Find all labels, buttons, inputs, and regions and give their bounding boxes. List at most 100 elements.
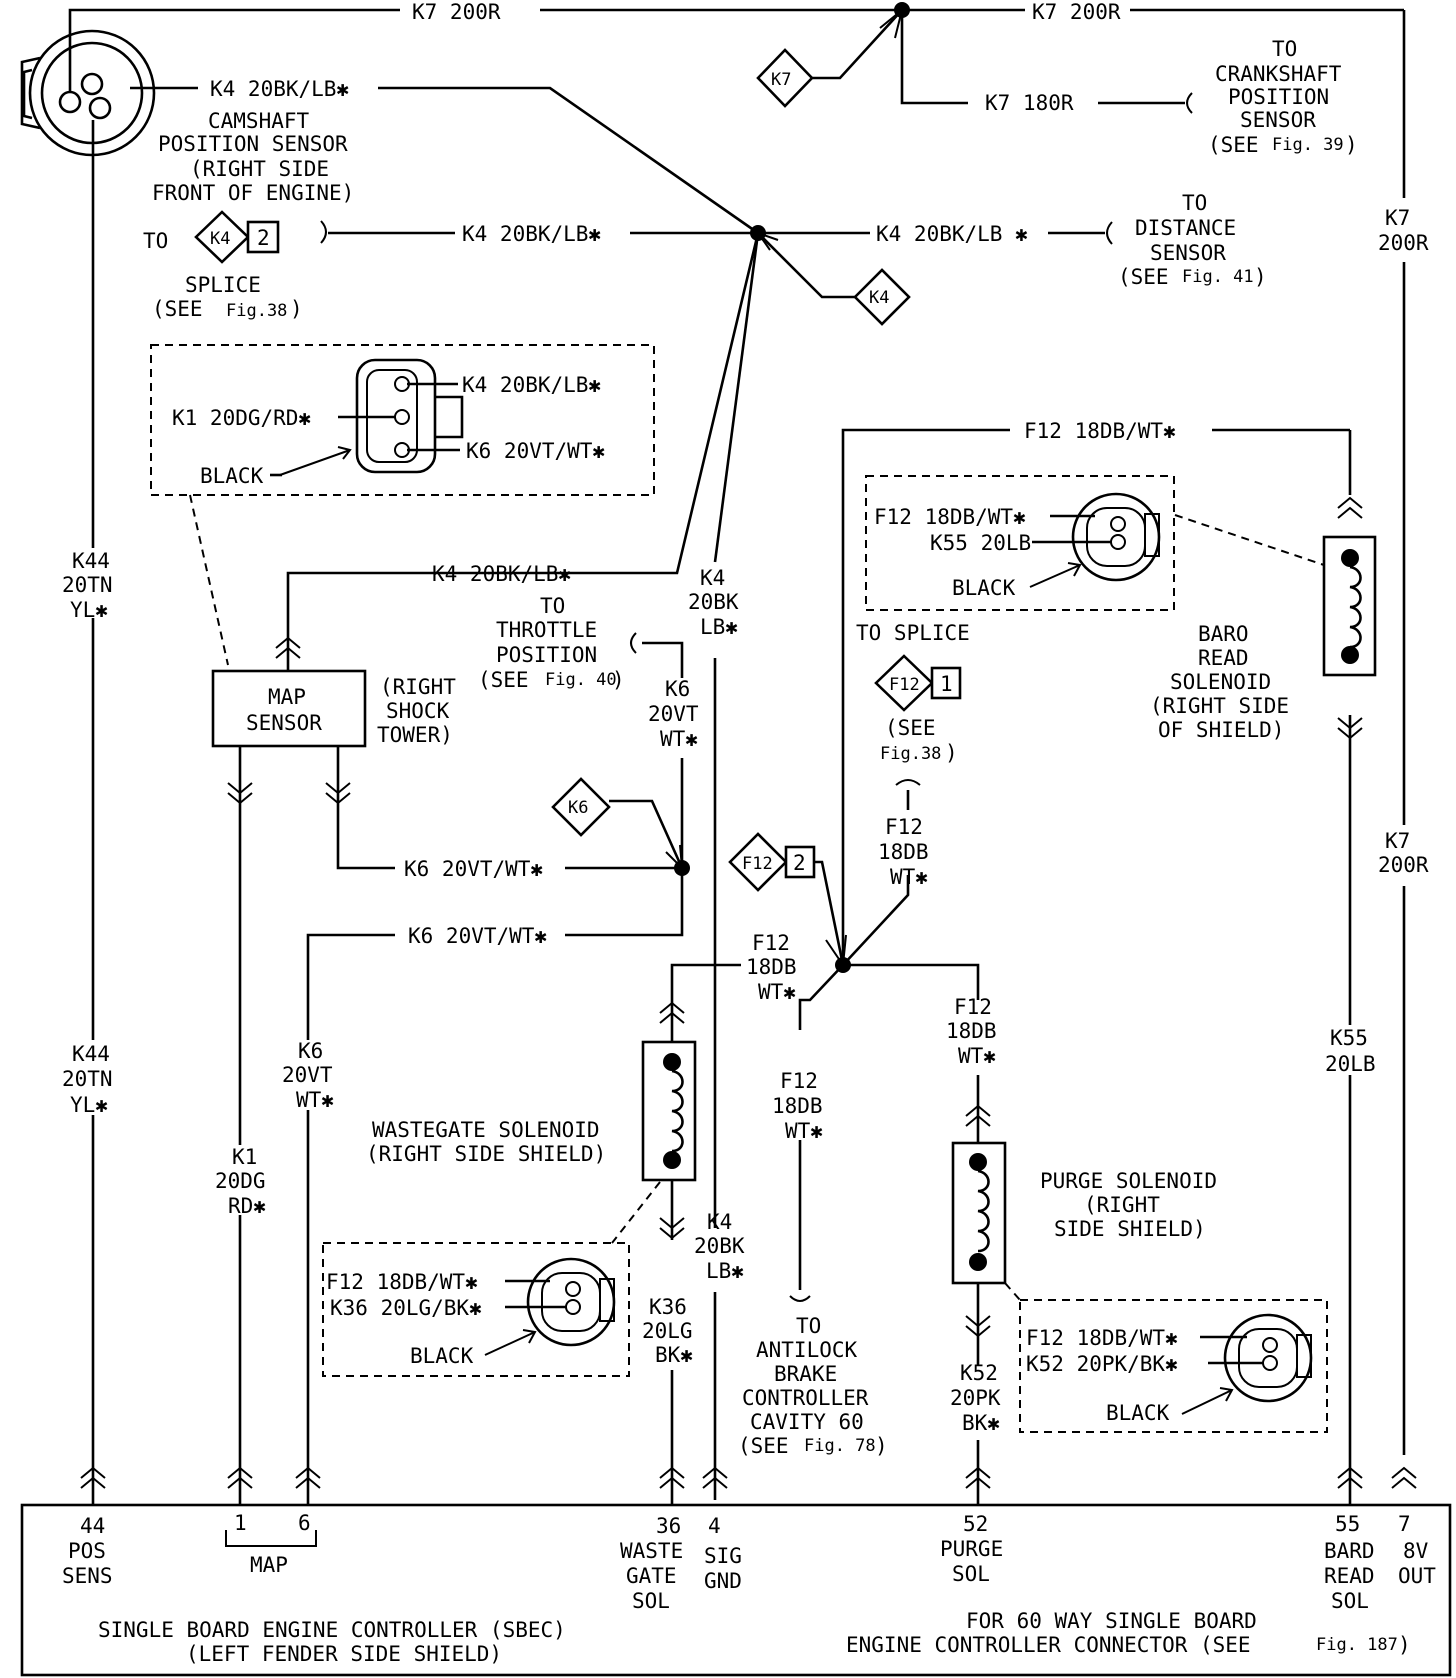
k4-wires — [130, 86, 1113, 1500]
baro-label-4: (RIGHT SIDE — [1150, 694, 1289, 718]
k6-map-label: K6 20VT/WT✱ — [404, 857, 543, 881]
f12-abs-label-2: 18DB — [772, 1094, 823, 1118]
baro-conn-pin2-label: K55 20LB — [930, 531, 1031, 555]
purge-label-1: PURGE SOLENOID — [1040, 1169, 1217, 1193]
abs-label-1: TO — [796, 1314, 821, 1338]
sbec-pin52-label-1: PURGE — [940, 1537, 1003, 1561]
splice-label-3: ) — [290, 297, 303, 321]
abs-fig-label: Fig. 78 — [804, 1436, 876, 1456]
purge-conn-pin1-label: F12 18DB/WT✱ — [1026, 1326, 1178, 1350]
k7-vert-upper-label-2: 200R — [1378, 231, 1429, 255]
purge-conn-pin2-label: K52 20PK/BK✱ — [1026, 1352, 1178, 1376]
sbec-pin44-label-2: SENS — [62, 1564, 113, 1588]
f12-splice-2-num: 2 — [793, 851, 806, 875]
purge-label-2: (RIGHT — [1084, 1193, 1160, 1217]
connector-chevron — [965, 1325, 991, 1338]
splice-label-2: (SEE — [152, 297, 203, 321]
k1-label-3: RD✱ — [228, 1194, 266, 1218]
k7-vert-upper-label-1: K7 — [1385, 206, 1410, 230]
connector-chevron — [325, 792, 351, 805]
f12-splice-2-label: F12 — [742, 854, 773, 874]
shock-label-2: SHOCK — [386, 699, 450, 723]
f12-abs-label-1: F12 — [780, 1069, 818, 1093]
cam-label-1: CAMSHAFT — [208, 109, 310, 133]
baro-label-5: OF SHIELD) — [1158, 718, 1284, 742]
k36-label-1: K36 — [649, 1295, 687, 1319]
f12-fig38-label-1: F12 — [885, 815, 923, 839]
sbec-map-label: MAP — [250, 1553, 288, 1577]
connector-chevron — [659, 1227, 685, 1240]
wg-conn-pin1-label: F12 18DB/WT✱ — [326, 1270, 478, 1294]
connector-chevron — [275, 636, 301, 649]
k6-vert-label-3: WT✱ — [296, 1088, 334, 1112]
f12-ref-splice-label: F12 — [889, 675, 920, 695]
see38-fig-label: Fig.38 — [880, 744, 941, 764]
abs-label-5: CAVITY 60 — [750, 1410, 864, 1434]
k55-label-2: 20LB — [1325, 1052, 1376, 1076]
connector-chevron — [227, 1466, 253, 1479]
cam-label-4: FRONT OF ENGINE) — [152, 181, 354, 205]
sbec-pin7-label-2: OUT — [1398, 1564, 1436, 1588]
dist-label-2: DISTANCE — [1135, 216, 1236, 240]
k7-vert-lower-label-1: K7 — [1385, 829, 1410, 853]
baro-connector-detail-box — [865, 475, 1175, 611]
crank-label-5: (SEE — [1208, 133, 1259, 157]
cam-conn-color-label: BLACK — [200, 464, 264, 488]
connector-chevron — [659, 1001, 685, 1014]
tps-label-5: ) — [612, 668, 625, 692]
connector-chevron — [80, 1466, 106, 1479]
sbec-box — [20, 1503, 1452, 1677]
splice-label-1: SPLICE — [185, 273, 261, 297]
k4-splice-marker: K4 — [853, 268, 911, 326]
wastegate-connector-detail-box — [322, 1242, 630, 1377]
k44-b-label-2: 20TN — [62, 1067, 113, 1091]
connector-chevron — [227, 1476, 253, 1489]
f12-ws-label-3: WT✱ — [758, 980, 796, 1004]
map-sensor-label-2: SENSOR — [246, 711, 322, 735]
sbec-conn-label-2: ENGINE CONTROLLER CONNECTOR (SEE — [846, 1633, 1251, 1657]
dist-label-3: SENSOR — [1150, 241, 1226, 265]
sbec-pin55-label-1: BARD — [1324, 1539, 1375, 1563]
connector-chevron — [965, 1114, 991, 1127]
cam-label-2: POSITION SENSOR — [158, 132, 348, 156]
cam-conn-pin2-label: K1 20DG/RD✱ — [172, 406, 311, 430]
purge-label-3: SIDE SHIELD) — [1054, 1217, 1206, 1241]
sbec-pin44-label-1: POS — [68, 1539, 106, 1563]
f12-ref-splice-num: 1 — [940, 672, 953, 696]
k7-splice-marker: K7 — [756, 48, 814, 108]
sbec-pin36-label-3: SOL — [632, 1589, 670, 1613]
k4-top-label: K4 20BK/LB✱ — [210, 77, 349, 101]
k44-b-label-3: YL✱ — [70, 1093, 108, 1117]
sbec-pin55-label-3: SOL — [1331, 1589, 1369, 1613]
f12-top-label: F12 18DB/WT✱ — [1024, 419, 1176, 443]
connector-chevron — [275, 646, 301, 659]
wastegate-connector-face — [526, 1257, 616, 1347]
sbec-pin7-label-1: 8V — [1403, 1539, 1429, 1563]
k7-top-left-label: K7 200R — [412, 0, 501, 24]
connector-chevron — [702, 1466, 728, 1479]
cam-label-3: (RIGHT SIDE — [190, 157, 329, 181]
purge-connector-detail-box — [1019, 1299, 1328, 1433]
connector-chevron — [325, 782, 351, 795]
k4-splice-left-label: K4 20BK/LB✱ — [462, 222, 601, 246]
sbec-conn-label-1: FOR 60 WAY SINGLE BOARD — [966, 1609, 1257, 1633]
baro-conn-color-label: BLACK — [952, 576, 1016, 600]
purge-connector-face — [1223, 1313, 1313, 1403]
sbec-pin36-label-2: GATE — [626, 1564, 677, 1588]
k44-a-label-1: K44 — [72, 549, 110, 573]
sbec-pin44-num: 44 — [80, 1514, 105, 1538]
k52-label-3: BK✱ — [962, 1411, 1000, 1435]
connector-chevron — [1391, 1466, 1417, 1479]
sbec-pin4-num: 4 — [708, 1514, 721, 1538]
dist-fig-label: Fig. 41 — [1182, 267, 1254, 287]
k6-tp-label-1: K6 — [665, 677, 690, 701]
k44-b-label-1: K44 — [72, 1042, 110, 1066]
f12-wires — [670, 428, 1352, 1505]
abs-label-4: CONTROLLER — [742, 1386, 869, 1410]
connector-chevron — [659, 1217, 685, 1230]
k7-vert-lower-label-2: 200R — [1378, 853, 1429, 877]
connector-chevron — [80, 1476, 106, 1489]
map-sensor-box — [211, 669, 367, 748]
connector-chevron — [659, 1011, 685, 1024]
shock-label-1: (RIGHT — [380, 675, 456, 699]
